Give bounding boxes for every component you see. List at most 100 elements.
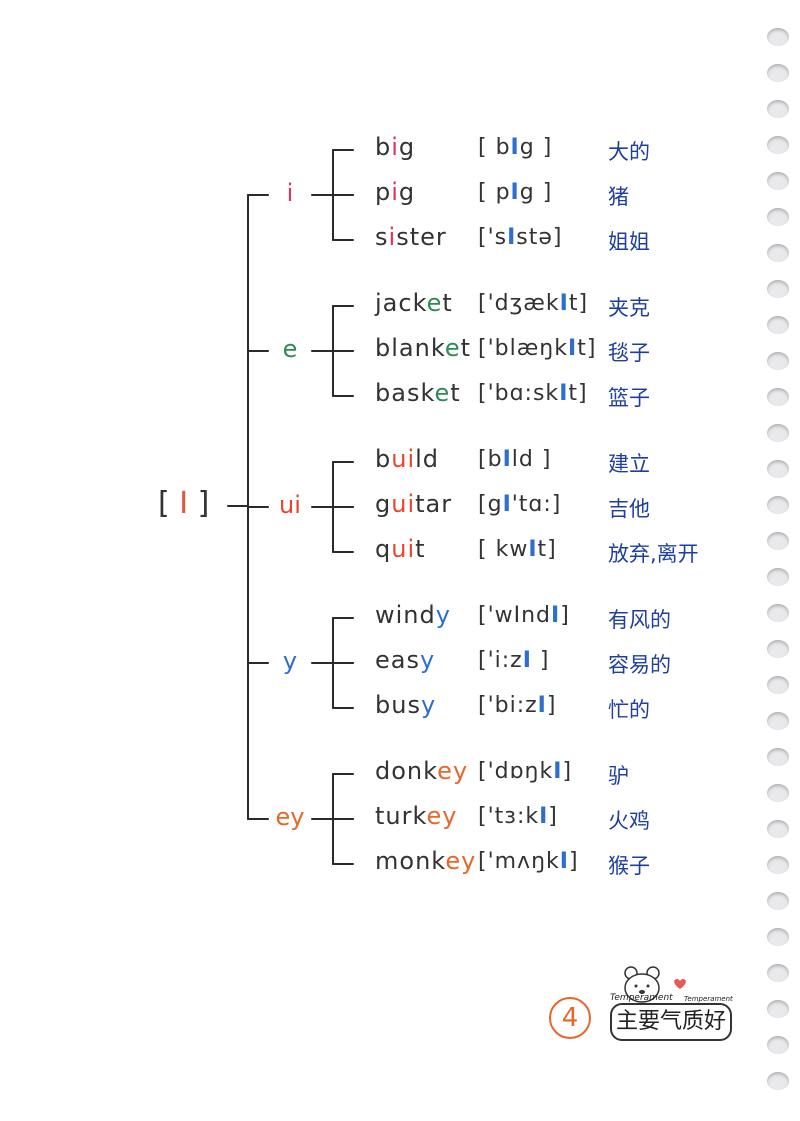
chinese-meaning: 容易的 xyxy=(608,653,671,677)
chinese-meaning: 建立 xyxy=(608,452,650,476)
binding-hole xyxy=(767,1000,789,1018)
binding-hole xyxy=(767,1036,789,1054)
ipa-transcription: ['blæŋkIt] xyxy=(478,336,596,361)
ipa-suffix: t] xyxy=(537,537,557,562)
ipa-suffix: ] xyxy=(548,804,558,829)
word-highlight: ey xyxy=(437,757,469,785)
chinese-meaning: 放弃,离开 xyxy=(608,542,699,566)
word-suffix: t xyxy=(442,289,453,317)
ipa-prefix: ['blæŋk xyxy=(478,336,568,361)
word-highlight: y xyxy=(435,601,451,629)
word: easy xyxy=(375,646,435,674)
word-prefix: p xyxy=(375,178,392,206)
ipa-transcription: ['tɜ:kI] xyxy=(478,804,558,829)
ipa-suffix: ] xyxy=(562,759,573,784)
word-highlight: ey xyxy=(426,802,458,830)
word-suffix: t xyxy=(460,334,472,362)
word-prefix: bus xyxy=(375,691,421,719)
ipa-highlight: I xyxy=(510,180,520,205)
ipa-transcription: ['bɑ:skIt] xyxy=(478,381,588,406)
word: big xyxy=(375,133,415,161)
chinese-meaning: 篮子 xyxy=(608,386,650,410)
binding-hole xyxy=(767,352,789,370)
chinese-meaning: 毯子 xyxy=(608,341,650,365)
ipa-suffix: ] xyxy=(568,849,579,874)
ipa-prefix: ['dʒæk xyxy=(478,291,560,316)
chinese-meaning: 猴子 xyxy=(608,854,650,878)
binding-hole xyxy=(767,280,789,298)
ipa-suffix: stə] xyxy=(516,225,563,250)
ipa-highlight: I xyxy=(553,759,563,784)
chinese-meaning: 大的 xyxy=(608,140,650,164)
ipa-highlight: I xyxy=(528,537,538,562)
word-highlight: i xyxy=(391,133,399,161)
ipa-highlight: I xyxy=(507,225,517,250)
word-suffix: t xyxy=(450,379,461,407)
ipa-prefix: [b xyxy=(478,447,503,472)
word: sister xyxy=(375,223,447,251)
ipa-suffix: t] xyxy=(568,381,588,406)
word-suffix: tar xyxy=(415,490,453,518)
word-suffix: g xyxy=(398,133,416,161)
chinese-meaning: 驴 xyxy=(608,764,629,788)
binding-hole xyxy=(767,604,789,622)
root-open-bracket: [ xyxy=(158,486,170,521)
word: windy xyxy=(375,601,451,629)
binding-hole xyxy=(767,496,789,514)
ipa-highlight: I xyxy=(559,381,569,406)
binding-hole xyxy=(767,28,789,46)
binding-hole xyxy=(767,748,789,766)
word-highlight: e xyxy=(444,334,461,362)
ipa-transcription: ['sIstə] xyxy=(478,225,563,250)
word-highlight: ui xyxy=(391,535,416,563)
binding-hole xyxy=(767,928,789,946)
word-prefix: turk xyxy=(375,802,427,830)
category-y: y xyxy=(282,647,298,675)
ipa-transcription: [ pIg ] xyxy=(478,180,552,205)
chinese-meaning: 夹克 xyxy=(608,296,650,320)
ipa-transcription: [gI'tɑ:] xyxy=(478,492,561,517)
ipa-suffix: g ] xyxy=(519,180,553,205)
word-highlight: ey xyxy=(445,847,477,875)
ipa-transcription: ['i:zI ] xyxy=(478,648,549,673)
ipa-transcription: ['wIndI] xyxy=(478,603,570,628)
binding-hole xyxy=(767,172,789,190)
word-prefix: blank xyxy=(375,334,445,362)
binding-hole xyxy=(767,964,789,982)
word: donkey xyxy=(375,757,468,785)
binding-hole xyxy=(767,388,789,406)
ipa-suffix: ld ] xyxy=(511,447,552,472)
bear-icon xyxy=(624,966,686,1003)
word-prefix: jack xyxy=(375,289,427,317)
ipa-transcription: ['dʒækIt] xyxy=(478,291,588,316)
word-suffix: t xyxy=(415,535,426,563)
ipa-suffix: 'tɑ:] xyxy=(511,492,562,517)
binding-hole xyxy=(767,640,789,658)
chinese-meaning: 吉他 xyxy=(608,497,650,521)
ipa-prefix: ['tɜ:k xyxy=(478,804,540,829)
chinese-meaning: 猪 xyxy=(608,185,629,209)
stamp-text: 主要气质好 xyxy=(610,1003,732,1041)
binding-hole xyxy=(767,424,789,442)
word-suffix: ld xyxy=(415,445,440,473)
ipa-highlight: I xyxy=(537,693,547,718)
word-suffix: ster xyxy=(396,223,447,251)
binding-hole xyxy=(767,244,789,262)
root-close-bracket: ] xyxy=(197,486,210,521)
word-prefix: donk xyxy=(375,757,438,785)
word-prefix: q xyxy=(375,535,392,563)
ipa-transcription: [ kwIt] xyxy=(478,537,557,562)
ipa-highlight: I xyxy=(559,291,569,316)
word-highlight: y xyxy=(420,691,437,719)
word: basket xyxy=(375,379,461,407)
ipa-prefix: ['bi:z xyxy=(478,693,538,718)
ipa-prefix: [g xyxy=(478,492,503,517)
binding-hole xyxy=(767,784,789,802)
word: quit xyxy=(375,535,426,563)
stamp-tag-2: Temperament xyxy=(684,995,733,1003)
ipa-highlight: I xyxy=(559,849,569,874)
word-suffix: g xyxy=(398,178,416,206)
word-highlight: i xyxy=(388,223,397,251)
word: pig xyxy=(375,178,415,206)
